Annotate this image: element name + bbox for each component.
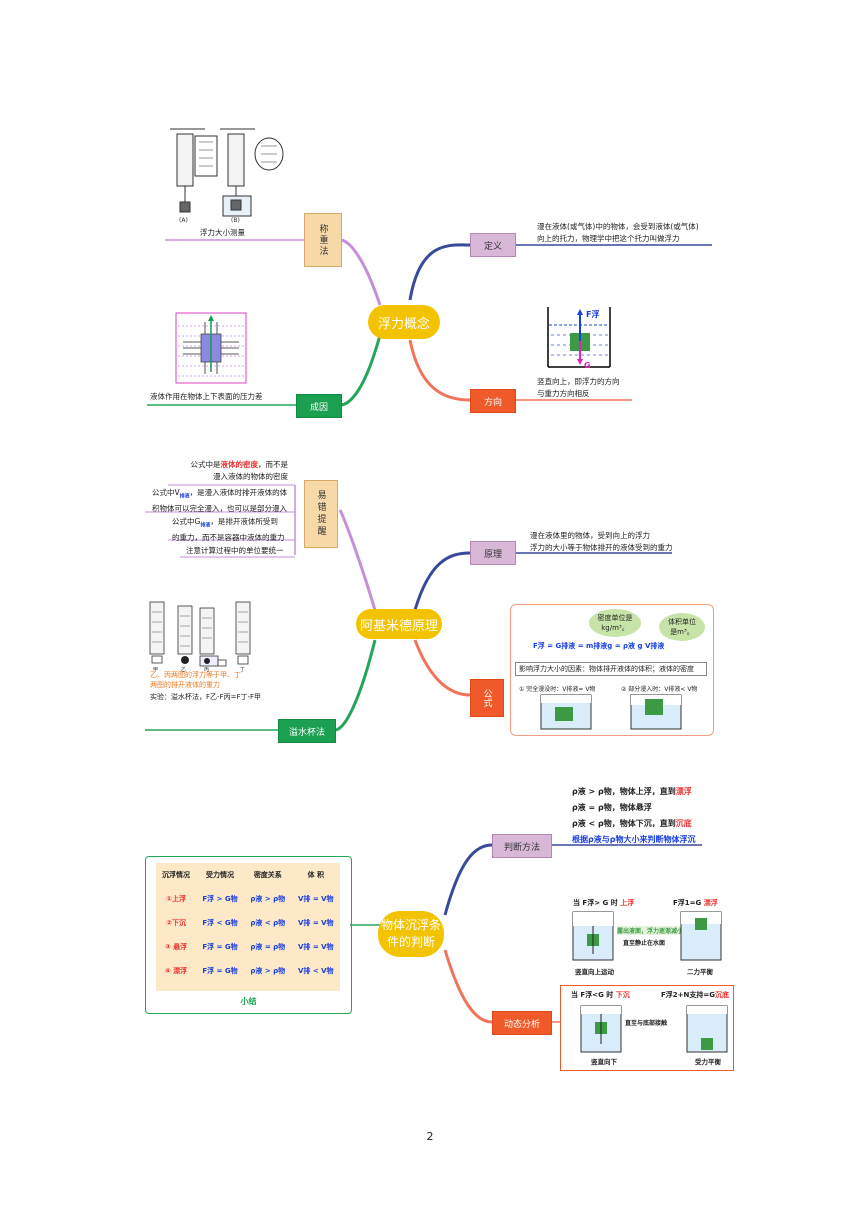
- figure-b-label: (B): [231, 217, 240, 224]
- float-title: F浮1=G 漂浮: [673, 899, 718, 907]
- overflow-cup-tag: 溢水杯法: [278, 719, 336, 743]
- figure-yi-label: 乙: [181, 666, 186, 672]
- pressure-difference-figure: [175, 312, 247, 384]
- g-label: G: [584, 361, 591, 370]
- header-density: 密度关系: [253, 871, 282, 879]
- definition-text: 漫在液体(或气体)中的物体，会受到液体(或气体) 向上的托力，物理学中把这个托力…: [537, 222, 699, 243]
- partial-immersion-note: ② 部分漫入时：V排液< V物: [621, 686, 698, 693]
- table-row: ③ 悬浮 F浮 = G物 ρ液 = ρ物 V排 = V物: [164, 943, 334, 951]
- mistake-item-4: 注意计算过程中的单位要统一: [186, 546, 284, 555]
- cap-vertical-up: 竖直向上运动: [575, 968, 614, 976]
- down-title: 当 F浮<G 时 下沉: [571, 991, 630, 999]
- cause-caption: 液体作用在物体上下表面的压力差: [150, 392, 263, 401]
- bottom-beaker: [686, 1005, 728, 1053]
- center-node-buoyancy: 浮力概念: [368, 305, 440, 339]
- header-volume: 体 积: [307, 871, 324, 879]
- definition-tag: 定义: [470, 233, 516, 257]
- figure-bing-label: 丙: [204, 667, 209, 672]
- rising-beaker: [572, 911, 614, 961]
- f-label: F浮: [586, 309, 599, 319]
- weighing-caption: 浮力大小测量: [200, 228, 245, 237]
- summary-table-bg: 沉浮情况 受力情况 密度关系 体 积 ①上浮 F浮 > G物 ρ液 > ρ物 V…: [156, 863, 340, 991]
- table-row: ②下沉 F浮 < G物 ρ液 < ρ物 V排 = V物: [166, 919, 334, 927]
- judge-method-tag: 判断方法: [492, 834, 552, 858]
- overflow-experiment: 实验：溢水杯法，F乙-F丙=F丁-F甲: [150, 693, 262, 701]
- judge-lines: ρ液 > ρ物，物体上浮，直到漂浮 ρ液 = ρ物，物体悬浮 ρ液 < ρ物，物…: [572, 787, 696, 844]
- cap-two-force-balance: 二力平衡: [687, 968, 713, 976]
- sinking-beaker: [580, 1005, 622, 1053]
- center-node-float-sink: 物体沉浮条件的判断: [378, 911, 444, 957]
- buoyancy-formula: F浮 = G排液 = m排液g = ρ液 g V排液: [533, 642, 665, 650]
- direction-tag: 方向: [470, 389, 516, 413]
- cause-tag: 成因: [296, 394, 342, 418]
- principle-text: 漫在液体里的物体，受到向上的浮力 浮力的大小等于物体排开的液体受到的重力: [530, 531, 673, 552]
- up-title: 当 F浮> G 时 上浮: [573, 899, 635, 907]
- figure-a-label: (A): [179, 217, 188, 224]
- header-force: 受力情况: [206, 871, 235, 879]
- spring-balance-figure: (A) (B): [170, 128, 284, 224]
- buoyancy-direction-figure: F浮 G: [547, 307, 611, 370]
- formula-tag: 公式: [470, 679, 504, 717]
- mistake-item-1: 公式中是液体的密度，而不是漫入液体的物体的密度: [190, 460, 289, 481]
- dynamic-sinking-group: 当 F浮<G 时 下沉 F浮2+N支持=G沉底 直至与底部接触 竖直向下 受力平…: [560, 985, 734, 1071]
- mistake-item-3: 公式中G排液，是排开液体所受到的重力，而不是容器中液体的重力: [172, 517, 285, 542]
- arrow1-text: 露出液面，浮力逐渐减小: [617, 926, 684, 935]
- arrow2-text: 直至与底部接触: [625, 1020, 668, 1027]
- dynamic-floating-group: 当 F浮> G 时 上浮 F浮1=G 漂浮 露出液面，浮力逐渐减小 直至静止在水…: [565, 898, 735, 978]
- influencing-factors: 影响浮力大小的因素：物体排开液体的体积；液体的密度: [515, 662, 707, 676]
- principle-tag: 原理: [470, 541, 516, 565]
- summary-header-row: 沉浮情况 受力情况 密度关系 体 积: [156, 863, 340, 887]
- weighing-method-tag: 称重法: [304, 213, 342, 267]
- full-immersion-figure: [540, 694, 592, 730]
- mistake-item-2: 公式中V排液，是漫入液体时排开液体的体积物体可以完全漫入，也可以是部分漫入: [152, 488, 288, 513]
- floating-beaker: [680, 911, 722, 961]
- common-mistakes-tag: 易错提醒: [304, 480, 338, 548]
- cap-vertical-down: 竖直向下: [591, 1058, 617, 1066]
- center-node-archimedes: 阿基米德原理: [356, 609, 442, 639]
- figure-jia-label: 甲: [153, 667, 158, 672]
- dynamic-analysis-tag: 动态分析: [492, 1011, 552, 1035]
- page-number: 2: [426, 1130, 434, 1143]
- summary-title: 小结: [240, 997, 257, 1006]
- volume-unit-bubble: 体积单位是m³。: [659, 613, 705, 641]
- overflow-note: 乙、丙两图的浮力等于甲、丁 两图的排开液体的重力: [150, 671, 241, 689]
- cap-force-balance: 受力平衡: [695, 1058, 721, 1066]
- header-state: 沉浮情况: [161, 871, 190, 879]
- figure-ding-label: 丁: [240, 667, 245, 672]
- full-immersion-note: ① 完全漫没时：V排液= V物: [519, 686, 596, 693]
- summary-box: 沉浮情况 受力情况 密度关系 体 积 ①上浮 F浮 > G物 ρ液 > ρ物 V…: [145, 856, 352, 1014]
- partial-immersion-figure: [630, 694, 682, 730]
- summary-table: 沉浮情况 受力情况 密度关系 体 积 ①上浮 F浮 > G物 ρ液 > ρ物 V…: [156, 863, 340, 983]
- direction-text: 竖直向上，即浮力的方向 与重力方向相反: [537, 377, 620, 398]
- table-row: ①上浮 F浮 > G物 ρ液 > ρ物 V排 = V物: [166, 895, 334, 903]
- overflow-cup-figure: 甲 乙 丙 丁: [149, 601, 251, 672]
- bottom-title: F浮2+N支持=G沉底: [661, 991, 729, 999]
- table-row: ④ 漂浮 F浮 = G物 ρ液 > ρ物 V排 < V物: [164, 967, 334, 975]
- arrow1b-text: 直至静止在水面: [623, 940, 666, 947]
